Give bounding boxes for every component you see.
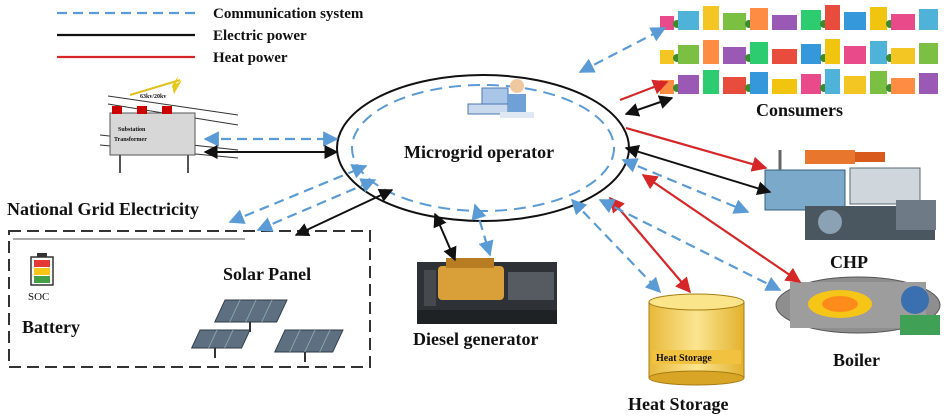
heat-storage-label: Heat Storage — [628, 394, 728, 414]
chp-node: CHP — [764, 150, 936, 272]
buildings-icon — [660, 5, 938, 94]
legend: Communication system Electric power Heat… — [57, 6, 364, 66]
legend-communication-label: Communication system — [213, 6, 364, 22]
heat-storage-tank-icon: Heat Storage — [648, 293, 745, 386]
boiler-label: Boiler — [833, 350, 880, 370]
diesel-label: Diesel generator — [413, 329, 538, 349]
microgrid-operator-node: Microgrid operator — [336, 74, 630, 222]
diesel-generator-node: Diesel generator — [413, 258, 557, 349]
power-link-solar — [294, 189, 394, 236]
national-grid-node: Substation Transformer 63kv/20kv Nationa… — [7, 76, 239, 219]
comm-link-heat-storage — [570, 198, 662, 294]
diesel-generator-icon — [417, 258, 557, 324]
consumers-label: Consumers — [756, 100, 843, 120]
chp-plant-icon — [764, 150, 936, 240]
comm-link-boiler — [598, 199, 782, 291]
chp-label: CHP — [830, 252, 868, 272]
transformer-label-1: Substation — [118, 127, 146, 133]
battery-icon — [30, 253, 54, 286]
comm-link-storage-upper — [228, 164, 368, 224]
consumers-node: Consumers — [660, 5, 938, 120]
boiler-node: Boiler — [775, 276, 941, 370]
transformer-label-2: Transformer — [114, 137, 147, 143]
transformer-rating: 63kv/20kv — [140, 94, 166, 100]
comm-link-storage-lower — [256, 178, 377, 232]
heat-link-consumers — [619, 79, 669, 102]
battery-label: Battery — [22, 317, 80, 337]
transformer-icon: Substation Transformer 63kv/20kv — [99, 76, 239, 173]
battery-solar-group: SOC Battery Solar Panel — [8, 230, 371, 368]
operator-label: Microgrid operator — [404, 142, 554, 162]
power-link-consumers — [624, 95, 674, 117]
legend-heat-label: Heat power — [213, 50, 288, 66]
tank-label: Heat Storage — [656, 353, 712, 364]
power-link-chp — [624, 144, 772, 196]
boiler-icon — [775, 276, 941, 335]
comm-link-diesel — [471, 203, 494, 257]
grid-label: National Grid Electricity — [7, 199, 199, 219]
solar-panel-icon — [190, 299, 344, 362]
operator-computer-icon — [467, 79, 534, 118]
comm-link-consumers — [578, 27, 667, 73]
connections — [203, 27, 802, 294]
heat-link-chp — [625, 126, 768, 172]
solar-label: Solar Panel — [223, 264, 311, 284]
soc-label: SOC — [28, 291, 49, 303]
heat-storage-node: Heat Storage Heat Storage — [628, 293, 745, 414]
power-link-diesel — [433, 212, 457, 262]
legend-electric-label: Electric power — [213, 28, 307, 44]
